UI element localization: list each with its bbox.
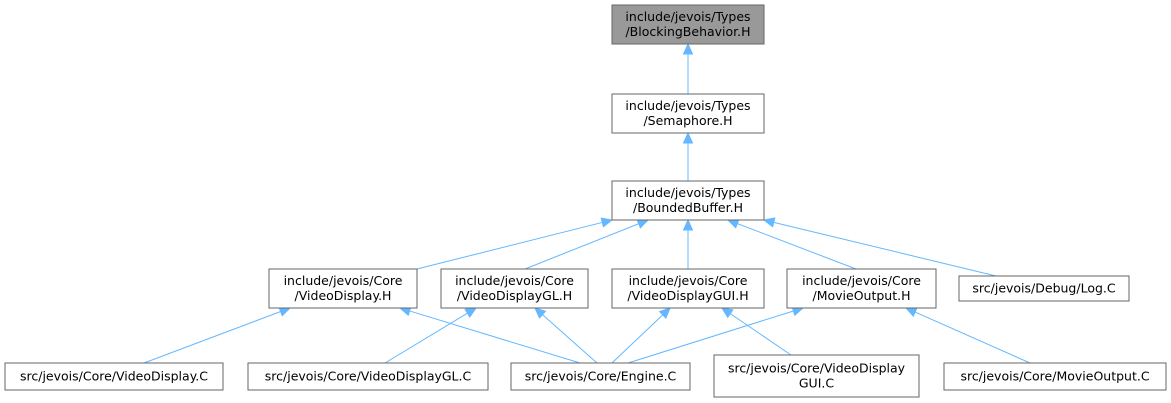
edge-line [143,311,281,364]
edge-line [729,313,792,356]
node-videodisplaygui-c[interactable]: src/jevois/Core/VideoDisplayGUI.C [713,354,920,398]
node-videodisplaygui-h[interactable]: include/jevois/Core/VideoDisplayGUI.H [611,268,765,309]
node-label-line: src/jevois/Core/VideoDisplayGL.C [265,369,472,384]
nodes-layer: include/jevois/Types/BlockingBehavior.Hi… [4,4,1167,398]
node-semaphore[interactable]: include/jevois/Types/Semaphore.H [611,93,765,134]
node-label-line: /BoundedBuffer.H [633,200,743,215]
node-label-line: src/jevois/Core/MovieOutput.C [960,369,1149,384]
node-videodisplaygl-h[interactable]: include/jevois/Core/VideoDisplayGL.H [440,268,589,309]
arrowhead-icon [464,307,478,318]
node-blocking[interactable]: include/jevois/Types/BlockingBehavior.H [611,4,765,45]
arrowhead-icon [904,307,918,318]
arrowhead-icon [278,306,292,317]
edge-line [409,310,581,364]
node-movieoutput-c[interactable]: src/jevois/Core/MovieOutput.C [943,362,1167,391]
edge-engine_c-to-videodisplay_h [398,306,581,364]
edge-line [737,223,857,270]
node-label-line: GUI.C [799,376,834,391]
node-label-line: /Semaphore.H [643,113,732,128]
edge-line [773,221,997,277]
edge-line [611,314,664,364]
node-label-line: src/jevois/Core/VideoDisplay.C [20,369,208,384]
edge-videodisplaygui_h-to-boundedbuffer [682,218,694,269]
node-label-line: /MovieOutput.H [813,288,911,303]
edge-line [542,314,598,364]
node-box [611,268,765,309]
arrowhead-icon [600,217,614,228]
node-label-line: include/jevois/Types [625,185,750,200]
node-box [247,362,489,391]
node-movieoutput-h[interactable]: include/jevois/Core/MovieOutput.H [786,268,937,309]
edge-line [524,223,639,270]
node-videodisplaygl-c[interactable]: src/jevois/Core/VideoDisplayGL.C [247,362,489,391]
arrowhead-icon [726,218,740,229]
edge-line [627,310,794,364]
arrowhead-icon [636,218,650,229]
node-box [510,362,691,391]
edges-layer [143,42,1031,364]
node-box [786,268,937,309]
node-box [943,362,1167,391]
edge-videodisplay_c-to-videodisplay_h [143,306,292,364]
edge-movieoutput_c-to-movieoutput_h [904,307,1031,364]
node-label-line: include/jevois/Core [802,273,921,288]
node-box [268,268,418,309]
edge-line [416,221,603,270]
edge-engine_c-to-videodisplaygl_h [534,307,598,364]
node-label-line: include/jevois/Core [284,273,403,288]
arrowhead-icon [658,307,671,320]
node-label-line: /VideoDisplay.H [295,288,392,303]
node-box [611,180,765,221]
node-box [4,362,224,391]
edge-semaphore-to-blocking [682,42,694,94]
node-engine-c[interactable]: src/jevois/Core/Engine.C [510,362,691,391]
node-label-line: src/jevois/Debug/Log.C [972,281,1115,296]
edge-videodisplay_h-to-boundedbuffer [416,217,614,270]
edge-videodisplaygl_h-to-boundedbuffer [524,218,650,270]
edge-videodisplaygl_c-to-videodisplaygl_h [384,307,478,364]
edge-line [914,311,1031,364]
node-log-c[interactable]: src/jevois/Debug/Log.C [958,275,1130,302]
node-label-line: /VideoDisplayGL.H [457,288,572,303]
edge-log_c-to-boundedbuffer [762,217,997,277]
node-label-line: src/jevois/Core/VideoDisplay [728,361,906,376]
node-box [611,4,765,45]
node-videodisplay-c[interactable]: src/jevois/Core/VideoDisplay.C [4,362,224,391]
node-box [958,275,1130,302]
arrowhead-icon [720,307,734,319]
node-label-line: /BlockingBehavior.H [625,24,750,39]
edge-videodisplaygui_c-to-videodisplaygui_h [720,307,792,356]
arrowhead-icon [682,218,694,231]
edge-engine_c-to-videodisplaygui_h [611,307,671,364]
arrowhead-icon [534,307,547,319]
node-label-line: /VideoDisplayGUI.H [627,288,748,303]
node-box [713,354,920,398]
edge-line [384,312,468,364]
node-label-line: src/jevois/Core/Engine.C [525,369,677,384]
node-box [440,268,589,309]
node-box [611,93,765,134]
edge-boundedbuffer-to-semaphore [682,131,694,181]
node-label-line: include/jevois/Types [625,9,750,24]
arrowhead-icon [682,131,694,144]
node-boundedbuffer[interactable]: include/jevois/Types/BoundedBuffer.H [611,180,765,221]
node-label-line: include/jevois/Types [625,98,750,113]
node-label-line: include/jevois/Core [455,273,574,288]
arrowhead-icon [762,217,776,228]
arrowhead-icon [682,42,694,55]
node-videodisplay-h[interactable]: include/jevois/Core/VideoDisplay.H [268,268,418,309]
node-label-line: include/jevois/Core [629,273,748,288]
